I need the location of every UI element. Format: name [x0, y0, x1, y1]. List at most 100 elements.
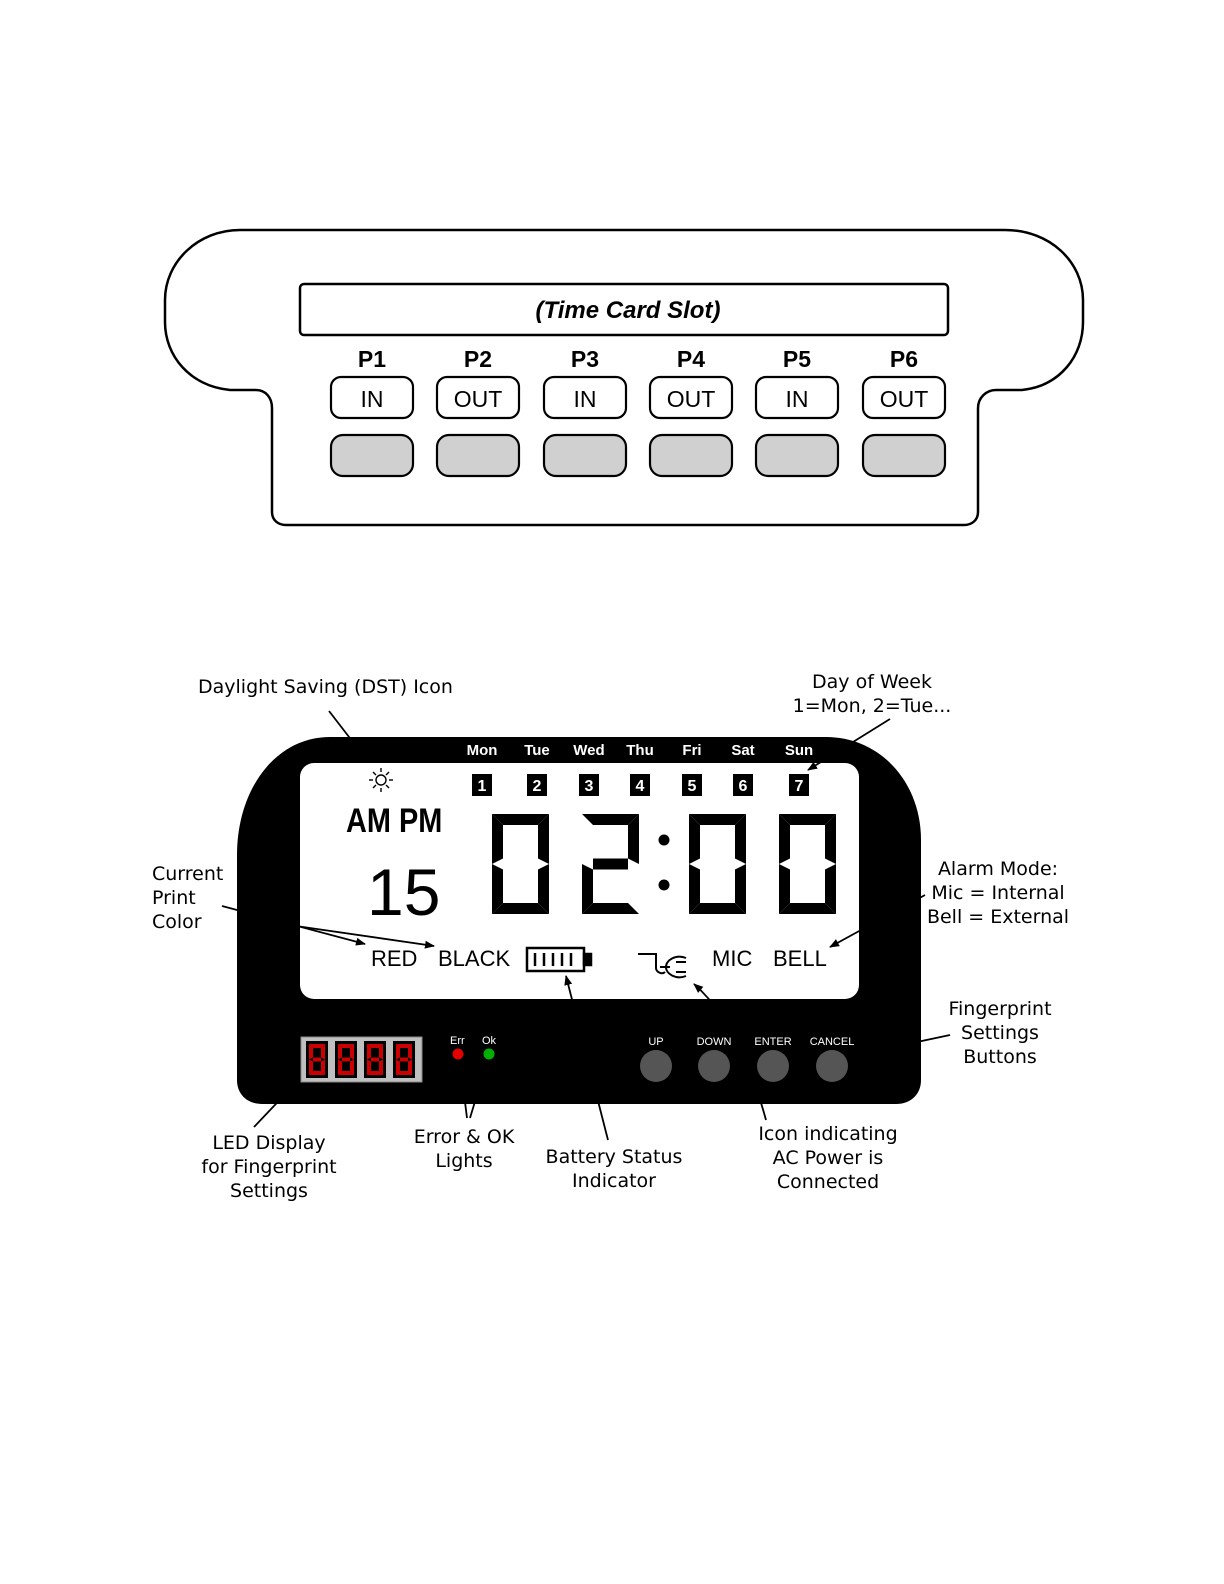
segment-g [371, 1057, 379, 1062]
day-number-box [630, 774, 650, 796]
fp-button-up[interactable] [640, 1050, 672, 1082]
punch-label-p4: P4 [677, 346, 705, 372]
fp-button-enter[interactable] [757, 1050, 789, 1082]
arrow-err [457, 1061, 468, 1119]
segment-a [309, 1044, 325, 1048]
callout-arrows [221, 710, 951, 1141]
fp-button-label-down: DOWN [697, 1036, 732, 1048]
arrow-fp [855, 1034, 951, 1058]
segment-d [582, 903, 639, 914]
day-name-mon: Mon [467, 742, 498, 759]
time-display [492, 814, 836, 914]
day-name-tue: Tue [524, 742, 550, 759]
timeclock-body [163, 228, 1085, 527]
segment-b [825, 814, 836, 864]
segment-d [689, 903, 746, 914]
error-light [452, 1048, 464, 1060]
ok-light [483, 1048, 495, 1060]
callout-fp-line3: Buttons [963, 1046, 1037, 1068]
alarm-mic-label: MIC [712, 946, 752, 971]
segment-e [689, 864, 700, 914]
day-number-box [527, 774, 547, 796]
punch-mode-box-p3 [542, 375, 628, 420]
clock-digit-1 [492, 814, 549, 914]
time-card-slot[interactable] [298, 282, 950, 337]
punch-label-p6: P6 [890, 346, 918, 372]
callout-fp-line1: Fingerprint [948, 998, 1051, 1020]
day-name-wed: Wed [573, 742, 604, 759]
callout-battery-line1: Battery Status [546, 1146, 683, 1168]
segment-d [367, 1071, 383, 1075]
day-number-box [789, 774, 809, 796]
punch-mode-label: OUT [454, 386, 503, 412]
segment-c [825, 864, 836, 914]
segment-f [396, 1044, 400, 1060]
segment-a [367, 1044, 383, 1048]
segment-b [379, 1044, 383, 1060]
punch-button-p1[interactable] [329, 433, 415, 478]
callout-alarm-line1: Alarm Mode: [938, 858, 1058, 880]
segment-d [779, 903, 836, 914]
punch-mode-box-p5 [754, 375, 840, 420]
fp-button-down[interactable] [698, 1050, 730, 1082]
err-light-label: Err [450, 1035, 465, 1047]
day-number: 4 [636, 778, 645, 795]
print-color-red: RED [371, 946, 417, 971]
colon-dot-bottom [658, 879, 670, 891]
punch-mode-box-p6 [861, 375, 947, 420]
segment-a [396, 1044, 412, 1048]
segment-g [400, 1057, 408, 1062]
segment-e [492, 864, 503, 914]
arrow-color-red [221, 905, 366, 946]
segment-c [379, 1059, 383, 1075]
punch-button-p3[interactable] [542, 433, 628, 478]
arrow-alarm [829, 894, 926, 948]
callout-errok-line2: Lights [435, 1150, 492, 1172]
segment-f [779, 814, 790, 864]
day-number-box [472, 774, 492, 796]
segment-e [367, 1059, 371, 1075]
punch-button-p4[interactable] [648, 433, 734, 478]
segment-c [735, 864, 746, 914]
punch-button-p6[interactable] [861, 433, 947, 478]
punch-label-p2: P2 [464, 346, 492, 372]
segment-f [367, 1044, 371, 1060]
callout-fp-line2: Settings [961, 1022, 1039, 1044]
day-number: 3 [585, 778, 594, 795]
led-digit-4 [396, 1044, 412, 1075]
arrow-ok [469, 1061, 489, 1119]
time-card-slot-label: (Time Card Slot) [536, 297, 721, 324]
ac-power-plug-icon [638, 953, 687, 979]
fp-button-cancel[interactable] [816, 1050, 848, 1082]
callout-color-line1: Current [152, 863, 223, 885]
callout-ac-line3: Connected [777, 1171, 879, 1193]
segment-b [628, 814, 639, 864]
arrow-dst [328, 710, 367, 760]
punch-mode-label: OUT [667, 386, 716, 412]
day-name-sat: Sat [731, 742, 754, 759]
punch-button-p5[interactable] [754, 433, 840, 478]
segment-b [538, 814, 549, 864]
segment-a [779, 814, 836, 825]
punch-label-p5: P5 [783, 346, 811, 372]
segment-b [735, 814, 746, 864]
arrow-ac [693, 983, 767, 1121]
day-number: 1 [478, 778, 487, 795]
arrow-dow [807, 718, 891, 771]
arrow-color-black [295, 925, 435, 949]
callout-led-line1: LED Display [212, 1132, 325, 1154]
alarm-bell-label: BELL [773, 946, 827, 971]
ok-light-label: Ok [482, 1035, 497, 1047]
punch-mode-label: IN [361, 386, 384, 412]
segment-d [492, 903, 549, 914]
callout-led-line2: for Fingerprint [201, 1156, 336, 1178]
punch-button-p2[interactable] [435, 433, 521, 478]
callout-alarm-line3: Bell = External [927, 906, 1069, 928]
led-digits [306, 1041, 415, 1078]
segment-b [321, 1044, 325, 1060]
segment-c [538, 864, 549, 914]
day-name-fri: Fri [682, 742, 701, 759]
segment-g [593, 858, 628, 870]
day-number-box [579, 774, 599, 796]
